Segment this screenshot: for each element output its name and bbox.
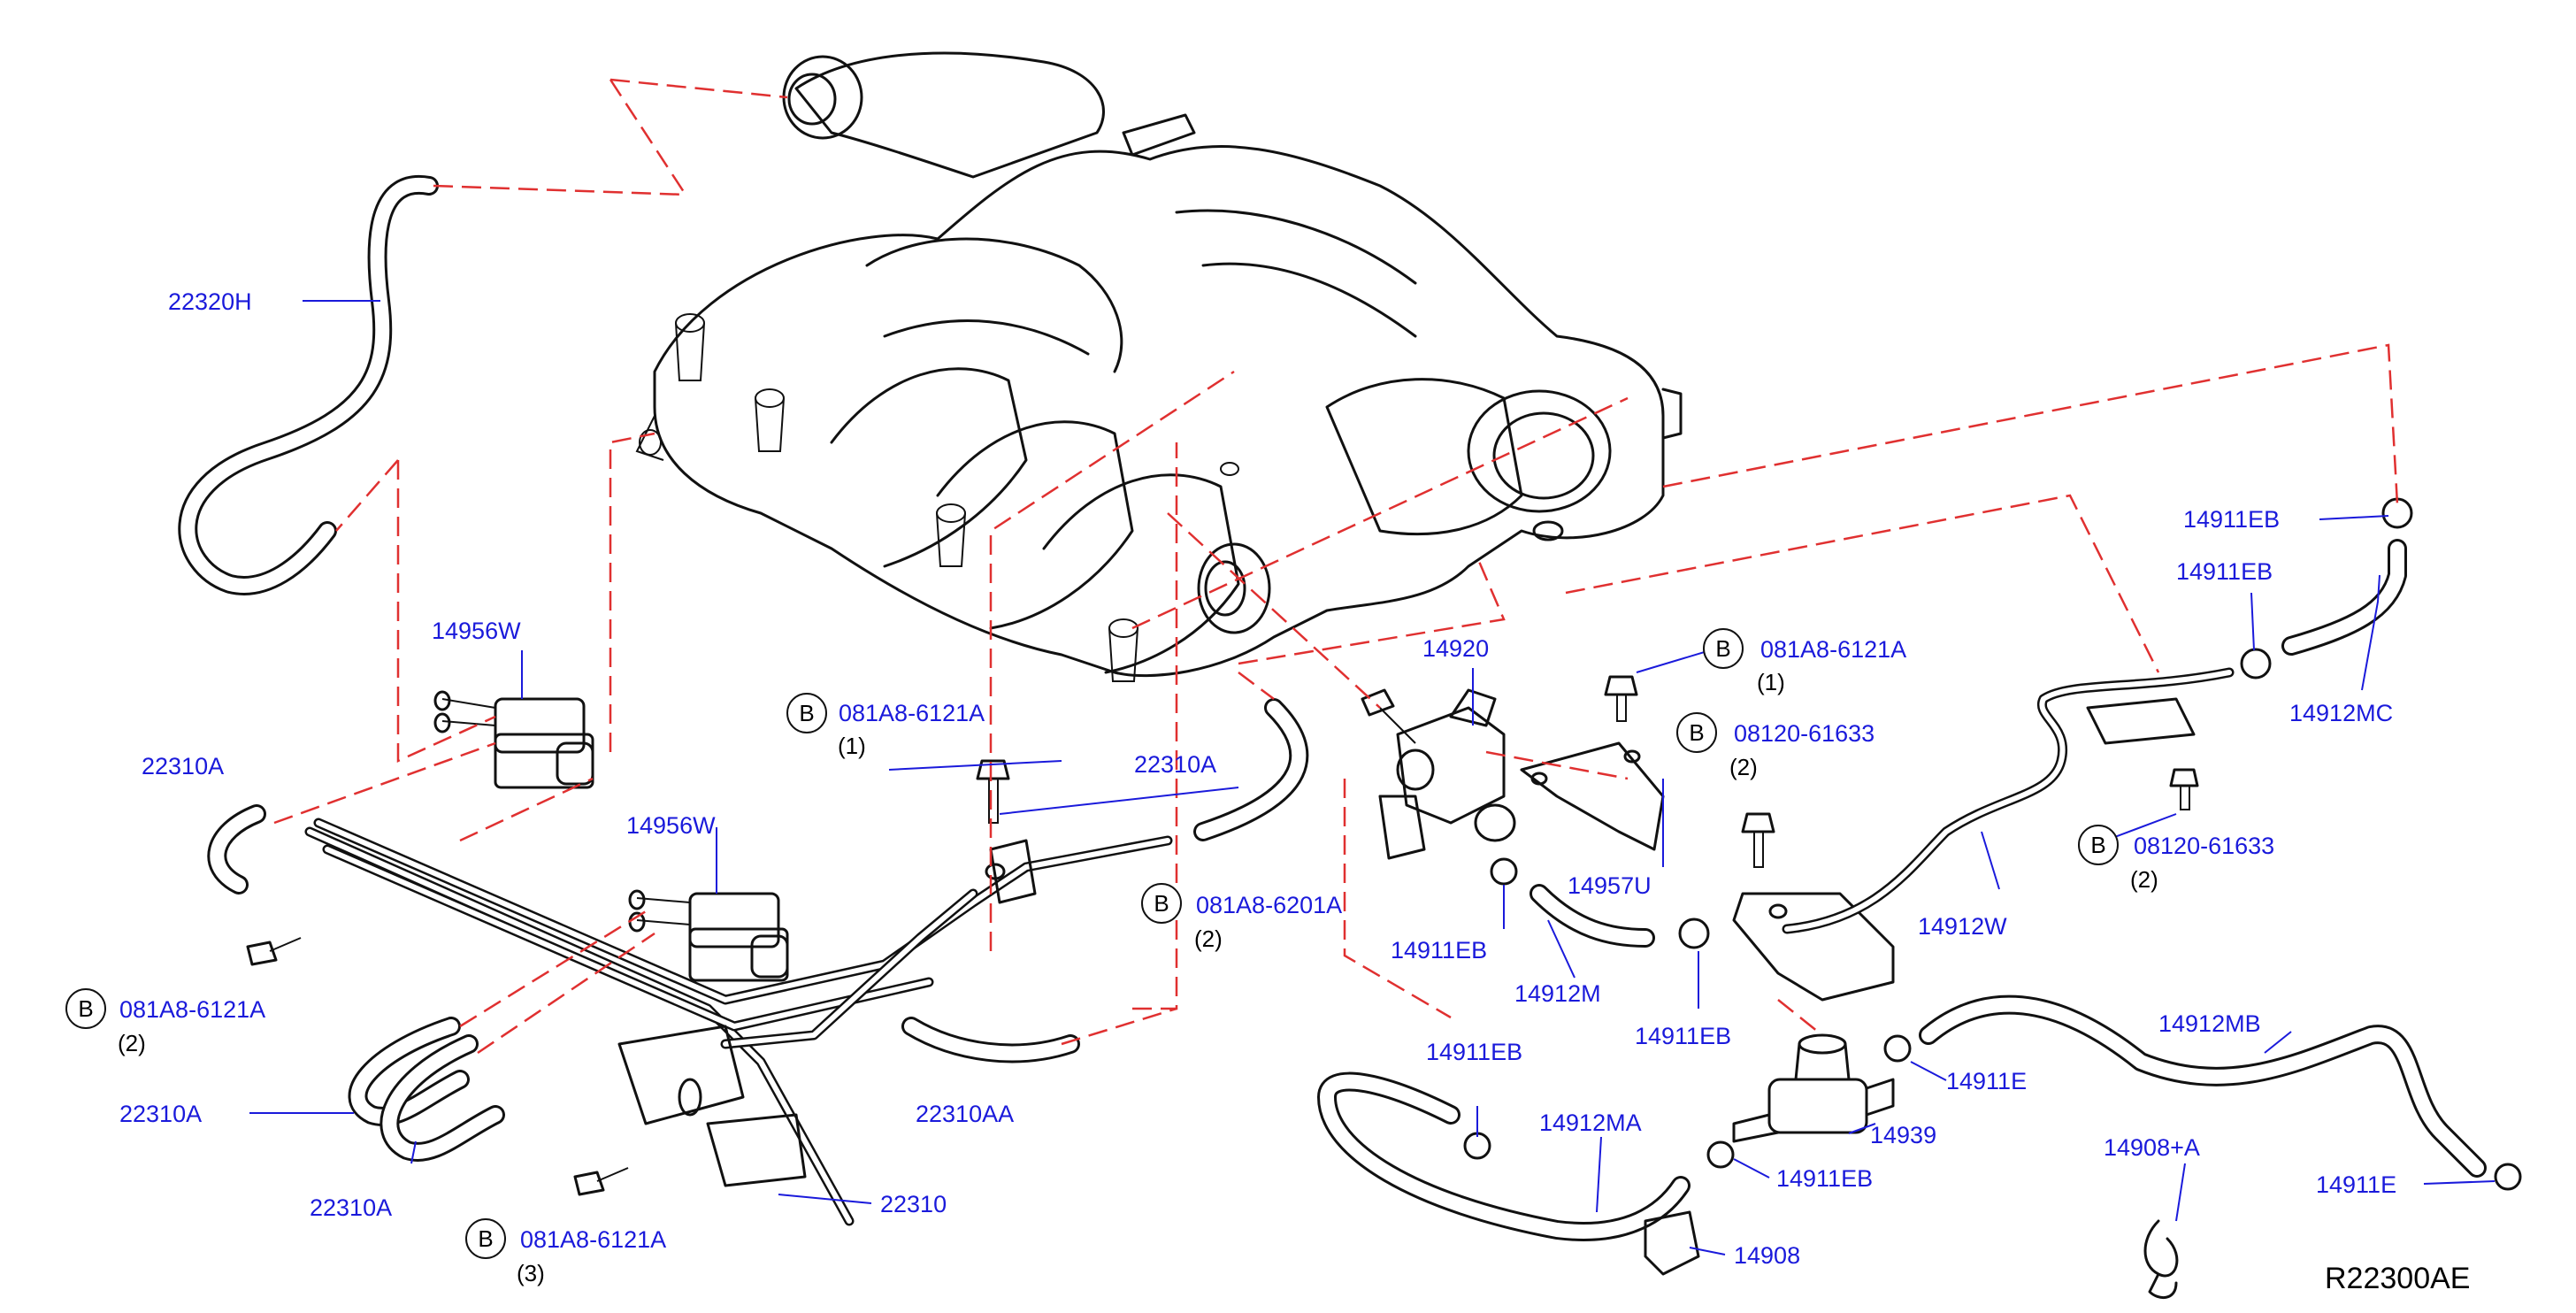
bolt-icon xyxy=(246,937,302,966)
label-14911EB-mid: 14911EB xyxy=(1635,1023,1731,1049)
bolt-icon xyxy=(2169,768,2199,810)
connector-lines xyxy=(273,78,2399,1055)
label-22310: 22310 xyxy=(880,1191,947,1217)
part-labels: 22320H 14956W 14956W 22310A 22310A 22310… xyxy=(119,288,2396,1269)
bracket-14957U-shape xyxy=(1520,741,1665,851)
bolt-marker-b7: B xyxy=(465,1218,506,1259)
label-22310A-bottom: 22310A xyxy=(310,1194,392,1221)
clamp-icon xyxy=(2240,648,2272,680)
label-14911EB-lower: 14911EB xyxy=(1426,1039,1522,1065)
label-14912W: 14912W xyxy=(1918,913,2007,940)
label-22310AA: 22310AA xyxy=(916,1101,1014,1127)
label-22310A-center: 22310A xyxy=(1134,751,1216,778)
bolt-icons xyxy=(246,675,2199,1196)
hose-22310A-bottom-shape xyxy=(380,1034,505,1162)
bolt-markers: B B B B B B B xyxy=(65,628,2119,1259)
label-14911EB-valve: 14911EB xyxy=(1391,937,1487,964)
bolt-marker-letter: B xyxy=(1689,719,1704,746)
bolt-qty-b6: (2) xyxy=(118,1030,146,1056)
hose-14912M-shape xyxy=(1530,884,1655,948)
label-22320H: 22320H xyxy=(168,288,252,315)
bolt-codes: 081A8-6121A (1) 081A8-6121A (1) 08120-61… xyxy=(118,636,2274,1286)
label-22310A-left: 22310A xyxy=(119,1101,202,1127)
bolt-qty-b4: (2) xyxy=(2130,866,2158,893)
label-14912MC: 14912MC xyxy=(2289,700,2393,726)
label-14911E-lower: 14911E xyxy=(2316,1171,2396,1198)
clamp-icon xyxy=(1678,918,1710,949)
bolt-marker-b3: B xyxy=(1676,712,1717,753)
leader-lines xyxy=(249,300,2496,1255)
bolt-code-b3: 08120-61633 xyxy=(1734,720,1874,747)
label-22310A-top: 22310A xyxy=(142,753,224,779)
valve-14956W-top-shape xyxy=(433,690,594,789)
hose-22310A-left-shape xyxy=(348,1017,470,1126)
label-14939: 14939 xyxy=(1870,1122,1936,1148)
label-14911EB-second: 14911EB xyxy=(2176,558,2273,585)
label-14911EB-bottom: 14911EB xyxy=(1776,1165,1873,1192)
bolt-code-b6: 081A8-6121A xyxy=(119,996,265,1023)
bolt-code-b7: 081A8-6121A xyxy=(520,1226,666,1253)
bolt-marker-letter: B xyxy=(478,1225,493,1252)
label-14912MA: 14912MA xyxy=(1539,1110,1642,1136)
label-14956W-top: 14956W xyxy=(432,618,521,644)
hose-14912MA-shape xyxy=(1317,1071,1690,1241)
bracket-lower-shape xyxy=(1732,892,1895,1002)
bolt-marker-b5: B xyxy=(1141,883,1182,924)
hose-14912W-shape xyxy=(1782,667,2235,934)
clamp-icon xyxy=(1463,1132,1491,1160)
bolt-marker-letter: B xyxy=(2090,832,2105,858)
bolt-qty-b1: (1) xyxy=(838,733,866,759)
bolt-qty-b5: (2) xyxy=(1194,925,1223,952)
hose-22310A-center-shape xyxy=(1193,698,1309,841)
label-14912MB: 14912MB xyxy=(2158,1010,2261,1037)
bolt-qty-b2: (1) xyxy=(1757,669,1785,695)
bolt-marker-letter: B xyxy=(78,995,93,1022)
label-14908: 14908 xyxy=(1734,1242,1800,1269)
bolt-code-b5: 081A8-6201A xyxy=(1196,892,1342,918)
bolt-marker-letter: B xyxy=(799,700,814,726)
hose-22320H-shape xyxy=(178,174,439,595)
label-14912M: 14912M xyxy=(1514,980,1601,1007)
label-14920: 14920 xyxy=(1422,635,1489,662)
bolt-qty-b3: (2) xyxy=(1729,754,1758,780)
hose-14912MC-shape xyxy=(2281,539,2407,656)
clamp-icon xyxy=(2494,1163,2522,1191)
clip-14908A-shape xyxy=(2143,1219,2179,1300)
bolt-icon xyxy=(1604,675,1638,722)
bolt-qty-b7: (3) xyxy=(517,1260,545,1286)
bolt-marker-b2: B xyxy=(1703,628,1744,669)
bolt-icon xyxy=(573,1167,629,1196)
bolt-icon xyxy=(1741,812,1775,868)
label-14957U: 14957U xyxy=(1568,872,1652,899)
tube-assembly-22310-shape xyxy=(304,818,1173,1226)
valve-14920-shape xyxy=(1378,688,1516,860)
canister-valve-14939-shape xyxy=(1732,1033,1895,1143)
label-14911EB-top: 14911EB xyxy=(2183,506,2280,533)
hose-22310A-top-shape xyxy=(207,804,266,895)
bolt-icon xyxy=(1361,688,1416,744)
hose-22310AA-shape xyxy=(901,1017,1080,1063)
bolt-marker-b4: B xyxy=(2078,825,2119,865)
bolt-icon xyxy=(976,759,1010,824)
bolt-marker-b1: B xyxy=(786,693,827,733)
clamp-icon xyxy=(2381,497,2413,529)
bolt-marker-letter: B xyxy=(1715,635,1730,662)
bolt-marker-letter: B xyxy=(1154,890,1169,917)
bolt-marker-b6: B xyxy=(65,988,106,1029)
diagram-reference-code: R22300AE xyxy=(2325,1262,2470,1295)
clamp-icon xyxy=(1706,1140,1735,1169)
clamp-icon xyxy=(1490,857,1518,886)
label-14956W-mid: 14956W xyxy=(626,812,716,839)
valve-14956W-mid-shape xyxy=(628,889,789,982)
bolt-code-b1: 081A8-6121A xyxy=(839,700,985,726)
label-14908A: 14908+A xyxy=(2104,1134,2200,1161)
bolt-code-b4: 08120-61633 xyxy=(2134,833,2274,859)
label-14911E-upper: 14911E xyxy=(1946,1068,2027,1094)
bolt-code-b2: 081A8-6121A xyxy=(1760,636,1906,663)
intake-manifold xyxy=(635,51,1683,682)
hose-14912MB-shape xyxy=(1919,994,2487,1178)
clip-14908-shape xyxy=(1644,1210,1700,1276)
clamp-icon xyxy=(1883,1034,1912,1063)
